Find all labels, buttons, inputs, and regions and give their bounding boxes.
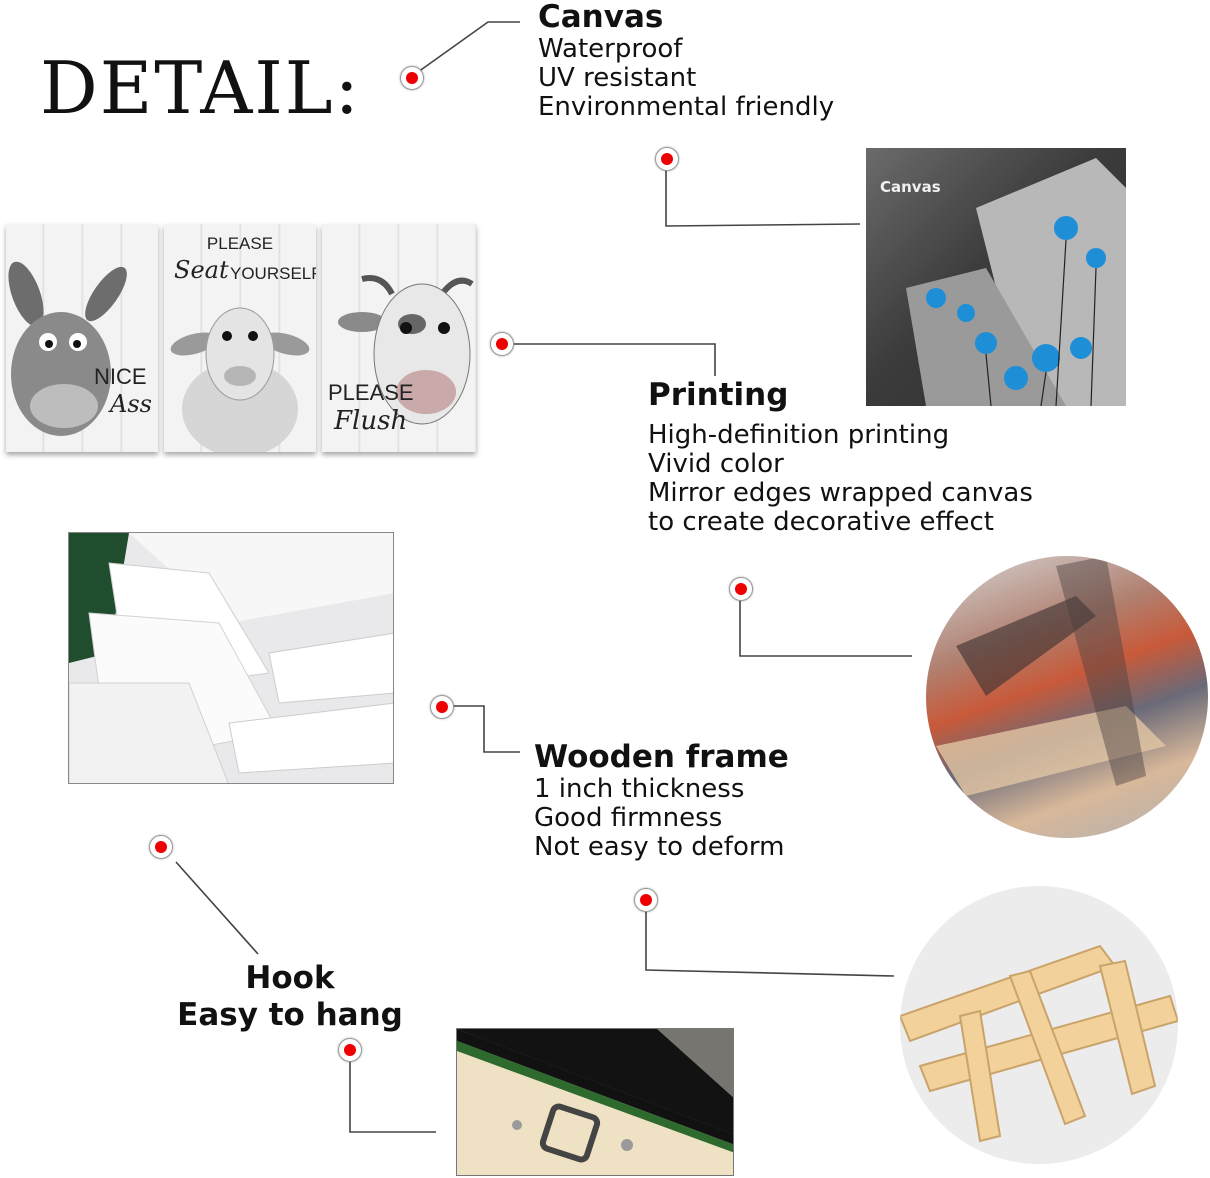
canvas-photo-art (906, 158, 1126, 406)
hook-photo-art (457, 1029, 733, 1175)
canvas-connector (417, 21, 520, 73)
hook-photo (456, 1028, 734, 1176)
canvas-feature-block: Canvas Waterproof UV resistant Environme… (538, 0, 834, 122)
printing-line-3: Mirror edges wrapped canvas (648, 477, 1033, 508)
canvas-marker (400, 66, 424, 90)
printing-photo-connector (739, 598, 912, 657)
canvas-photo-marker (655, 147, 679, 171)
hook-line: Easy to hang (177, 997, 403, 1034)
wooden-frame-line-2: Good firmness (534, 802, 723, 833)
printing-photo-marker (729, 577, 753, 601)
printing-connector (512, 343, 716, 376)
hook-connector (175, 861, 259, 955)
canvas-line-1: Waterproof (538, 33, 683, 64)
donkey-panel-top: NICE (94, 364, 147, 389)
printing-marker (490, 332, 514, 356)
hook-marker (149, 835, 173, 859)
product-panel-sheep: PLEASE Seat YOURSELF (164, 224, 316, 452)
wooden-frame-art (900, 944, 1178, 1143)
frame-photo-connector (645, 910, 895, 977)
printing-edge-photo (926, 556, 1208, 838)
frame-corner-art (69, 533, 393, 783)
frame-corner-photo (68, 532, 394, 784)
canvas-title: Canvas (538, 0, 664, 35)
wooden-frame-title: Wooden frame (534, 739, 789, 775)
donkey-panel-script: Ass (110, 390, 152, 418)
canvas-line-2: UV resistant (538, 62, 697, 93)
donkey-illustration (8, 261, 127, 436)
wooden-frame-feature-block: Wooden frame 1 inch thickness Good firmn… (534, 740, 789, 862)
detail-heading: DETAIL: (40, 46, 361, 130)
hook-feature-block: Hook Easy to hang (170, 960, 410, 1034)
wooden-frame-connector (452, 705, 520, 753)
product-panel-donkey: NICE Ass (6, 224, 158, 452)
hook-photo-connector (349, 1060, 436, 1133)
wooden-frame-photo (900, 886, 1178, 1164)
hook-title: Hook (245, 960, 335, 996)
sheep-illustration (170, 307, 310, 452)
printing-feature-block: Printing High-definition printing Vivid … (648, 378, 1033, 537)
canvas-photo-label: Canvas (880, 178, 941, 196)
product-panel-cow: PLEASE Flush (322, 224, 476, 452)
cow-panel-script: Flush (334, 406, 408, 436)
wooden-frame-line-1: 1 inch thickness (534, 773, 745, 804)
printing-title: Printing (648, 377, 789, 413)
canvas-photo-connector (665, 168, 861, 227)
canvas-photo: Canvas (866, 148, 1126, 406)
printing-edge-art (936, 556, 1166, 796)
cow-panel-top: PLEASE (328, 380, 414, 405)
wooden-frame-line-3: Not easy to deform (534, 831, 785, 862)
canvas-line-3: Environmental friendly (538, 91, 835, 122)
cow-illustration (338, 275, 474, 425)
wooden-frame-marker (430, 695, 454, 719)
printing-line-1: High-definition printing (648, 419, 950, 450)
hook-photo-marker (338, 1038, 362, 1062)
sheep-panel-bottom: YOURSELF (230, 264, 316, 283)
sheep-panel-top: PLEASE (206, 234, 274, 253)
frame-photo-marker (634, 888, 658, 912)
printing-line-2: Vivid color (648, 448, 784, 479)
printing-line-4: to create decorative effect (648, 507, 994, 538)
sheep-panel-script: Seat (174, 256, 229, 284)
